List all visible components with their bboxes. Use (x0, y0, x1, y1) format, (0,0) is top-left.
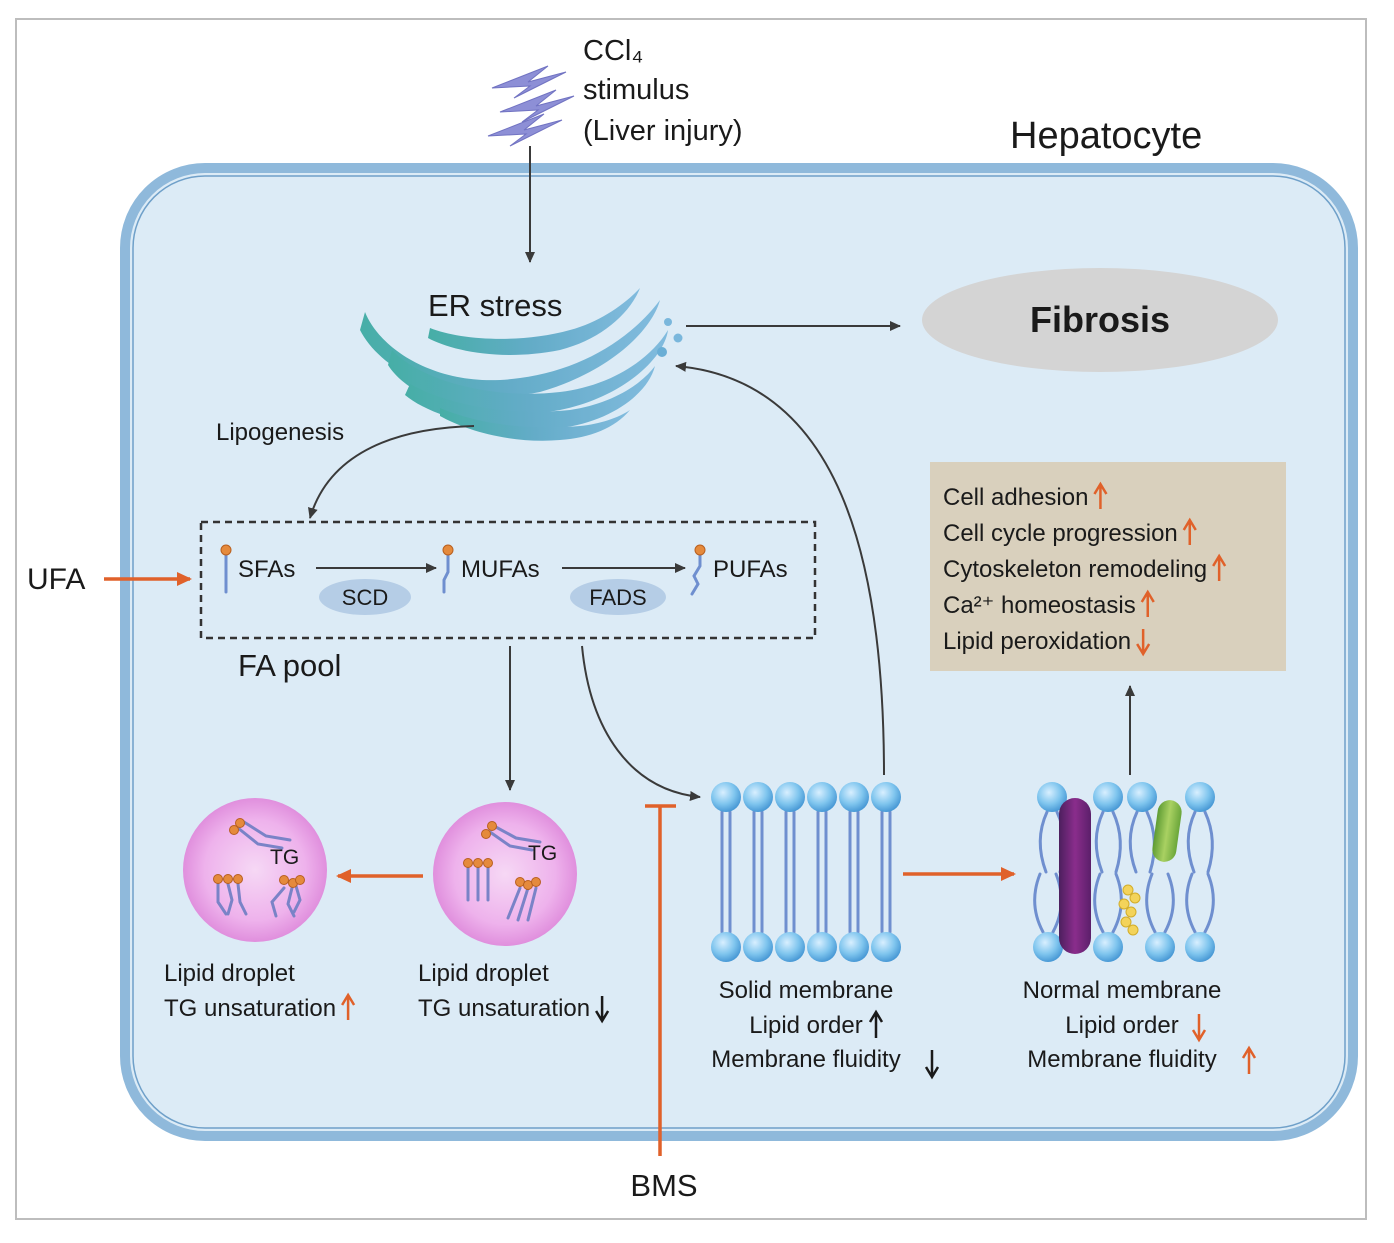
solid-membrane-line3: Membrane fluidity (711, 1046, 900, 1073)
fa-to-membrane-arrow (581, 645, 701, 801)
fibrosis-node (922, 268, 1278, 372)
droplet-right-line2: TG unsaturation (418, 995, 590, 1022)
bms-label: BMS (630, 1168, 697, 1203)
effect-arrow-4 (1140, 589, 1155, 617)
lightning-icon (487, 65, 575, 147)
droplet-left-line1: Lipid droplet (164, 960, 295, 987)
tg-label-right: TG (528, 842, 557, 865)
er-organelle (360, 288, 668, 441)
normal-fluidity-up-arrow (1241, 1045, 1257, 1074)
solid-membrane-line2: Lipid order (749, 1012, 862, 1039)
sfa-icon (220, 544, 232, 594)
normal-membrane-line3: Membrane fluidity (1027, 1046, 1216, 1073)
normal-lipid-bottom-3 (1145, 872, 1175, 962)
solid-lipid-order-up-arrow (868, 1009, 884, 1038)
effect-arrow-5 (1136, 629, 1151, 657)
solid-lipid-3 (775, 782, 805, 962)
normal-lipid-top-4 (1185, 782, 1215, 874)
effect-item-2: Cell cycle progression (943, 520, 1178, 547)
fads-enzyme (570, 579, 666, 615)
effect-item-5: Lipid peroxidation (943, 628, 1131, 655)
fads-label: FADS (589, 585, 646, 610)
solid-fluidity-down-arrow (924, 1050, 940, 1080)
ufa-label: UFA (27, 563, 85, 596)
droplet-right-arrow (595, 996, 610, 1024)
effect-item-1: Cell adhesion (943, 484, 1088, 511)
normal-membrane (1033, 782, 1215, 962)
pufa-icon (690, 544, 706, 596)
fibrosis-label: Fibrosis (1030, 299, 1170, 340)
solid-lipid-2 (743, 782, 773, 962)
lipid-droplet-right: TG (433, 802, 577, 946)
er-stress-label: ER stress (428, 288, 562, 323)
scd-label: SCD (342, 585, 388, 610)
stimulus-line3: (Liver injury) (583, 115, 743, 147)
lipid-droplet-left: TG (183, 798, 327, 942)
fa-pool-box (199, 520, 817, 640)
droplet-left-line2: TG unsaturation (164, 995, 336, 1022)
solid-lipid-1 (711, 782, 741, 962)
sfas-label: SFAs (238, 556, 295, 583)
solid-membrane (711, 782, 901, 962)
effect-item-3: Cytoskeleton remodeling (943, 556, 1207, 583)
cell-label: Hepatocyte (1010, 115, 1202, 157)
solid-membrane-line1: Solid membrane (719, 977, 894, 1004)
lipogenesis-arrow (308, 425, 475, 519)
peripheral-protein (1152, 800, 1182, 862)
normal-membrane-line1: Normal membrane (1023, 977, 1222, 1004)
droplet-right-line1: Lipid droplet (418, 960, 549, 987)
normal-lipid-order-down-arrow (1191, 1014, 1207, 1043)
effect-arrow-1 (1093, 481, 1108, 509)
effect-arrow-3 (1212, 553, 1227, 581)
normal-membrane-line2: Lipid order (1065, 1012, 1178, 1039)
lipogenesis-label: Lipogenesis (216, 419, 344, 446)
normal-lipid-top-2 (1093, 782, 1123, 874)
effects-box (930, 462, 1286, 671)
transmembrane-protein (1059, 798, 1091, 954)
normal-lipid-bottom-4 (1185, 872, 1215, 962)
solid-lipid-5 (839, 782, 869, 962)
stimulus-line2: stimulus (583, 74, 689, 106)
scd-enzyme (319, 579, 411, 615)
solid-lipid-6 (871, 782, 901, 962)
mufa-icon (442, 544, 454, 594)
tg-label-left: TG (270, 846, 299, 869)
effect-item-4: Ca²⁺ homeostasis (943, 592, 1136, 619)
effect-arrow-2 (1182, 517, 1197, 545)
stimulus-line1: CCl₄ (583, 35, 643, 67)
mufas-label: MUFAs (461, 556, 540, 583)
pufas-label: PUFAs (713, 556, 788, 583)
cholesterol-cluster (1118, 884, 1141, 936)
membrane-to-er-arrow (675, 361, 885, 776)
solid-lipid-4 (807, 782, 837, 962)
droplet-left-arrow (341, 992, 356, 1020)
fa-pool-label: FA pool (238, 648, 341, 683)
